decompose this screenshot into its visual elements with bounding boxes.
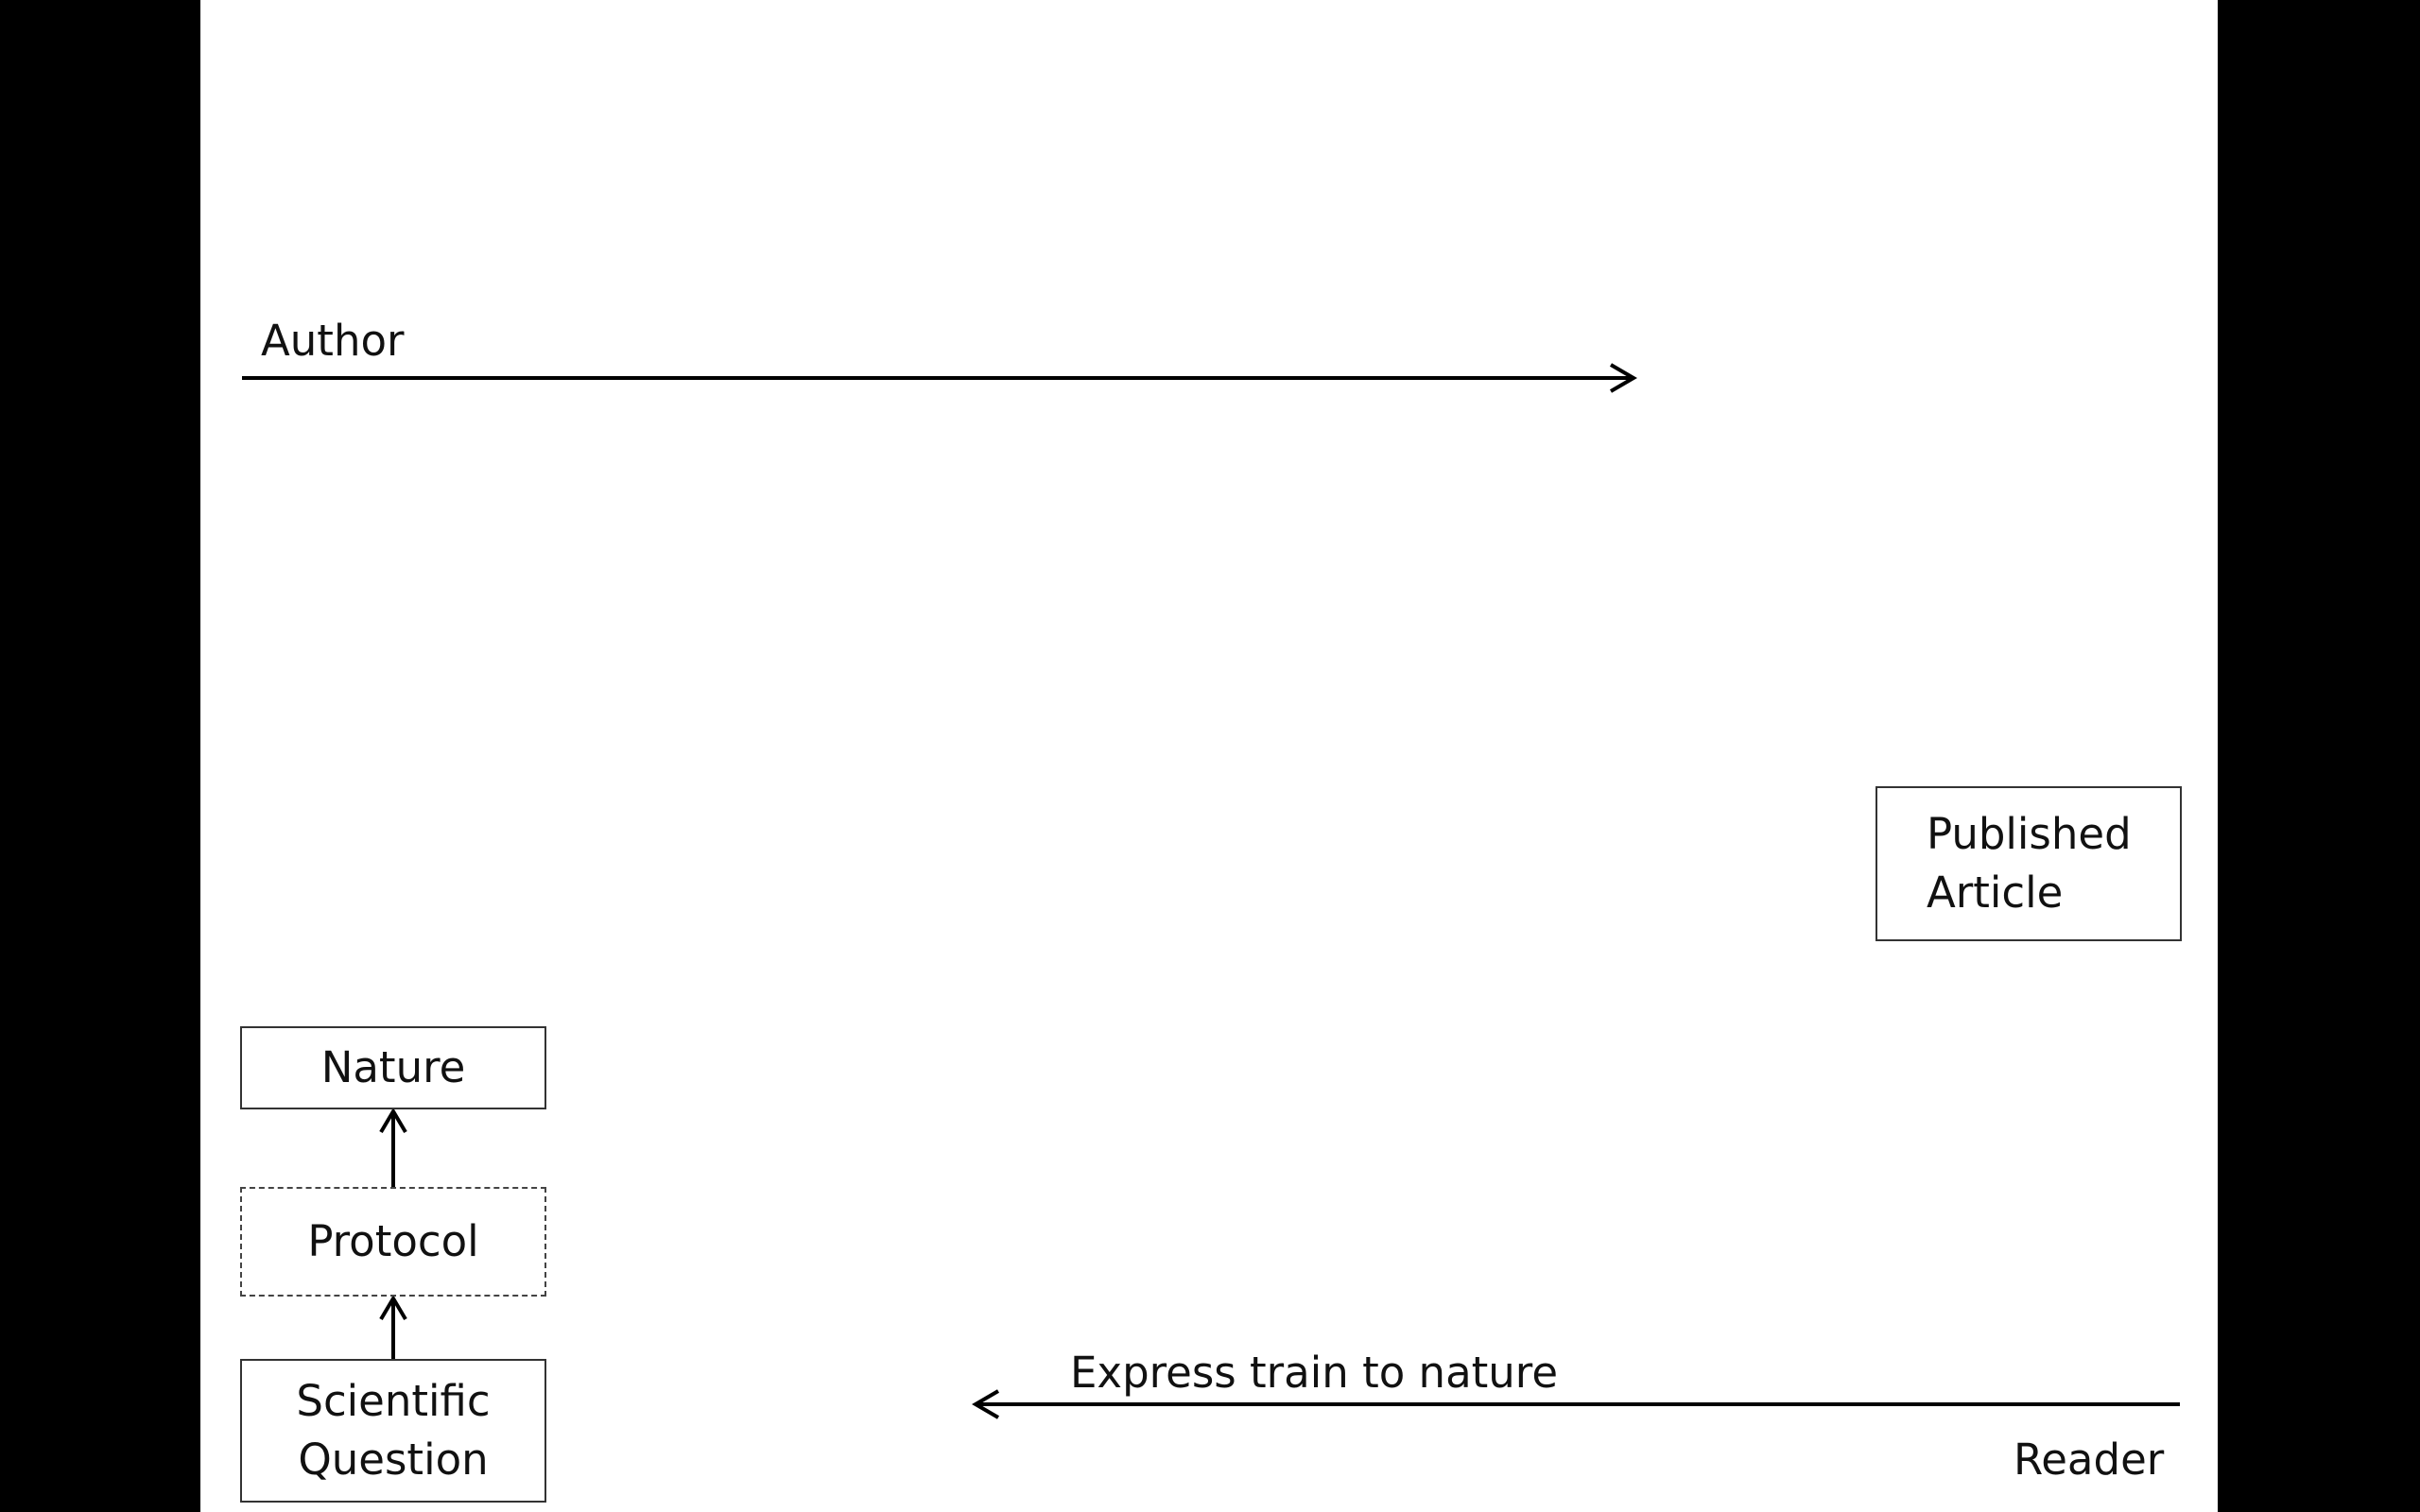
scientific-question-box-label: Scientific Question bbox=[296, 1376, 491, 1485]
express-train-label: Express train to nature bbox=[1070, 1348, 1559, 1398]
author-arrow bbox=[242, 363, 1637, 393]
express-train-arrow bbox=[972, 1389, 2180, 1419]
published-article-box-label: Published Article bbox=[1927, 809, 2132, 918]
reader-label: Reader bbox=[2014, 1435, 2165, 1485]
protocol-box: Protocol bbox=[240, 1187, 546, 1297]
scientific-question-box: Scientific Question bbox=[240, 1359, 546, 1503]
nature-box-label: Nature bbox=[320, 1042, 466, 1092]
diagram-canvas: Author Express train to nature Reader Na… bbox=[200, 0, 2218, 1512]
author-label: Author bbox=[261, 316, 405, 366]
nature-box: Nature bbox=[240, 1026, 546, 1109]
question-to-protocol-arrow bbox=[379, 1295, 407, 1359]
protocol-to-nature-arrow bbox=[379, 1108, 407, 1187]
published-article-box: Published Article bbox=[1876, 786, 2182, 941]
protocol-box-label: Protocol bbox=[307, 1216, 479, 1266]
arrows-layer bbox=[242, 363, 2180, 1419]
